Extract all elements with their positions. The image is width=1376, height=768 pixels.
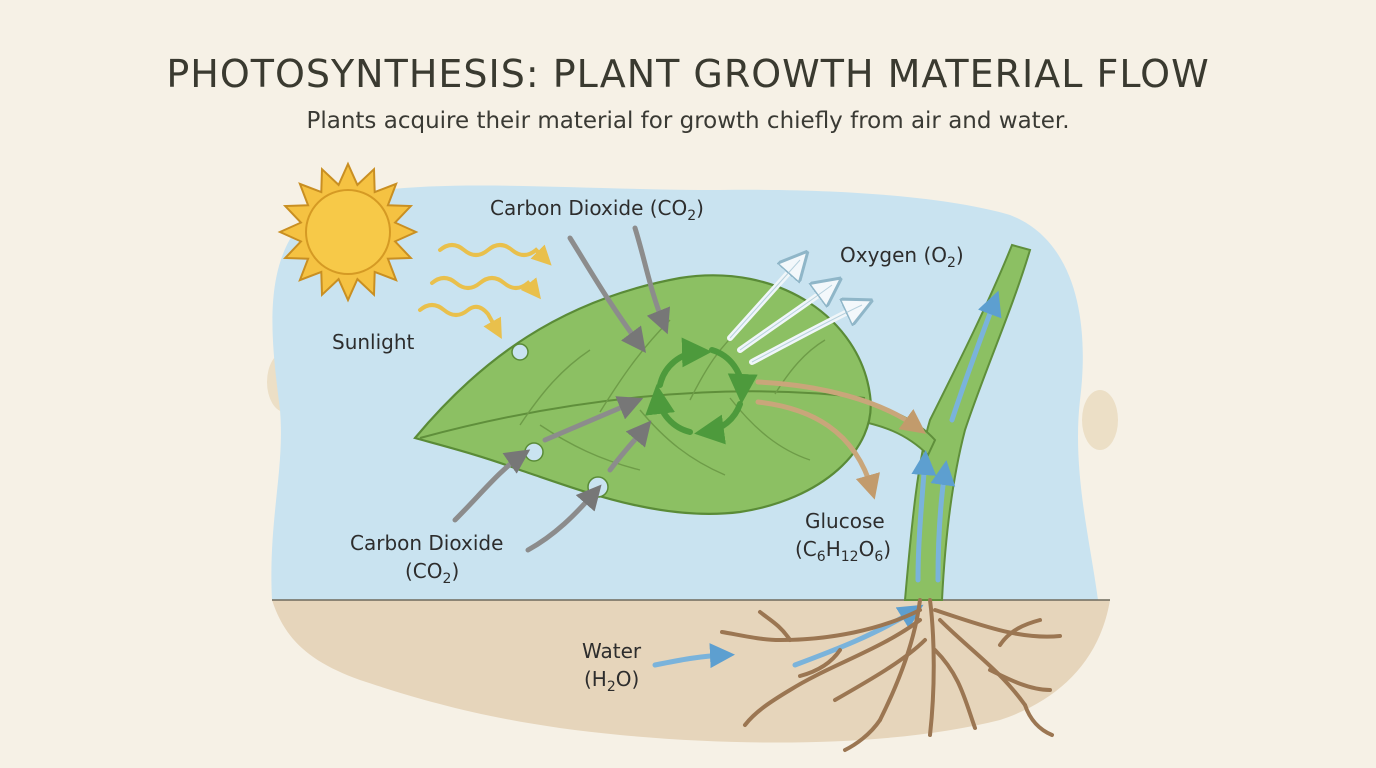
label-water-formula: (H2O) bbox=[584, 667, 639, 695]
label-glucose-formula: (C6H12O6) bbox=[795, 537, 891, 565]
sun-icon bbox=[277, 161, 419, 303]
label-glucose: Glucose bbox=[805, 509, 885, 533]
glucose-arrows bbox=[755, 379, 927, 500]
co2-arrows bbox=[452, 225, 671, 553]
plant-roots bbox=[720, 598, 1062, 752]
label-oxygen: Oxygen (O2) bbox=[840, 243, 964, 271]
cycle-icon bbox=[645, 337, 758, 445]
soil-area bbox=[272, 600, 1110, 743]
label-co2-bottom: Carbon Dioxide bbox=[350, 531, 503, 555]
label-water: Water bbox=[582, 639, 642, 663]
sunlight-rays bbox=[418, 243, 552, 339]
decor-blob-right bbox=[1082, 390, 1118, 450]
label-co2-bottom-formula: (CO2) bbox=[405, 559, 459, 587]
page-subtitle: Plants acquire their material for growth… bbox=[306, 108, 1070, 134]
page-title: PHOTOSYNTHESIS: PLANT GROWTH MATERIAL FL… bbox=[166, 52, 1210, 96]
label-sunlight: Sunlight bbox=[332, 330, 415, 354]
label-co2-top: Carbon Dioxide (CO2) bbox=[490, 196, 704, 224]
